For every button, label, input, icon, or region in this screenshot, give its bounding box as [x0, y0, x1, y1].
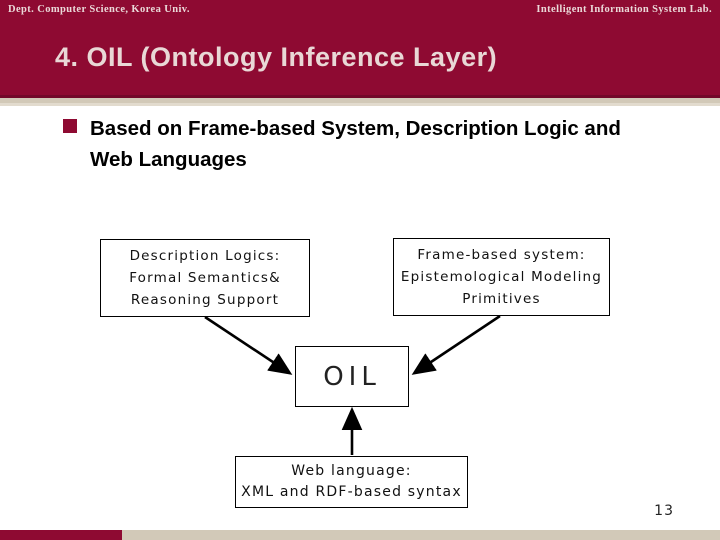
slide-title: 4. OIL (Ontology Inference Layer) — [55, 42, 498, 72]
web-language-line-1: Web language: — [291, 463, 412, 479]
description-logics-box: Description Logics: Formal Semantics& Re… — [100, 239, 310, 317]
frame-based-line-3: Primitives — [462, 291, 541, 307]
bullet-text-line-2: Web Languages — [90, 148, 247, 171]
arrow-frame-based-to-oil — [411, 314, 501, 375]
footer-bar-accent — [0, 530, 122, 540]
frame-based-box: Frame-based system: Epistemological Mode… — [393, 238, 610, 316]
header-left-credit: Dept. Computer Science, Korea Univ. — [8, 4, 190, 15]
header-divider-band-light — [0, 103, 720, 106]
bullet-item: Based on Frame-based System, Description… — [63, 113, 663, 175]
oil-box-label: OIL — [323, 361, 381, 392]
frame-based-line-2: Epistemological Modeling — [400, 269, 603, 285]
oil-box: OIL — [295, 346, 409, 407]
bullet-text-line-1: Based on Frame-based System, Description… — [90, 117, 621, 140]
header-band-shadow — [0, 95, 720, 98]
description-logics-line-2: Formal Semantics& — [129, 270, 281, 286]
footer-bar — [122, 530, 720, 540]
page-number: 13 — [654, 503, 674, 519]
web-language-box: Web language: XML and RDF-based syntax — [235, 456, 468, 508]
bullet-square-icon — [63, 119, 77, 133]
web-language-line-2: XML and RDF-based syntax — [241, 484, 462, 500]
header-band — [0, 0, 720, 95]
frame-based-line-1: Frame-based system: — [417, 247, 586, 263]
description-logics-line-3: Reasoning Support — [130, 292, 280, 308]
description-logics-line-1: Description Logics: — [129, 248, 281, 264]
header-divider-band — [0, 98, 720, 103]
header-right-credit: Intelligent Information System Lab. — [536, 4, 712, 15]
arrow-description-logics-to-oil — [204, 315, 293, 375]
